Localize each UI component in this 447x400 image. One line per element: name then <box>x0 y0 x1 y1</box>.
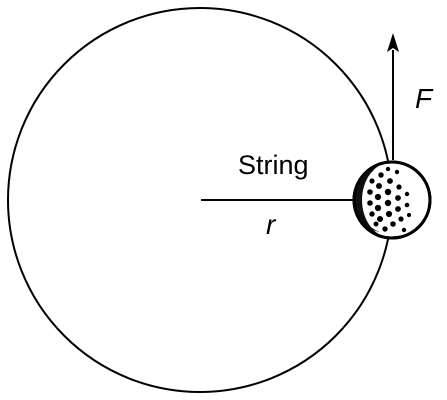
string-label: String <box>238 150 309 180</box>
golf-ball-icon <box>352 160 432 240</box>
force-label: F <box>415 83 434 114</box>
force-arrow-icon <box>387 33 399 160</box>
radius-label: r <box>266 209 277 240</box>
